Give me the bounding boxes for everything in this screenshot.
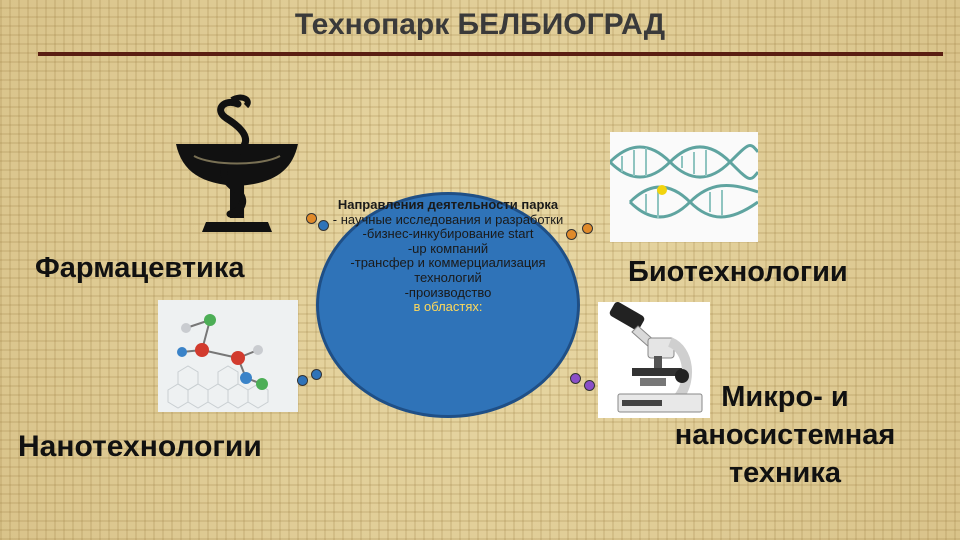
center-item: -up компаний bbox=[407, 240, 489, 256]
center-item: -бизнес-инкубирование start bbox=[362, 226, 534, 242]
connector-dot bbox=[297, 375, 308, 386]
category-bio: Биотехнологии bbox=[628, 256, 848, 288]
connector-dot bbox=[311, 369, 322, 380]
title-divider bbox=[38, 52, 943, 56]
center-accent-text: в областях: bbox=[413, 299, 483, 315]
slide-title: Технопарк БЕЛБИОГРАД bbox=[294, 8, 666, 41]
connector-dot bbox=[570, 373, 581, 384]
category-pharma: Фармацевтика bbox=[35, 252, 245, 284]
center-heading: Направления деятельности парка bbox=[337, 197, 559, 212]
center-text: Направления деятельности парка - научные… bbox=[330, 197, 566, 315]
dna-image bbox=[610, 132, 758, 242]
category-nano: Нанотехнологии bbox=[18, 430, 262, 463]
microscope-image bbox=[598, 302, 710, 418]
center-item: -трансфер и коммерциализация технологий bbox=[350, 255, 546, 285]
center-item: -производство bbox=[404, 284, 492, 300]
center-item: - научные исследования и разработки bbox=[332, 211, 564, 227]
center-list: - научные исследования и разработки -биз… bbox=[330, 211, 566, 301]
connector-dot bbox=[582, 223, 593, 234]
connector-dot bbox=[566, 229, 577, 240]
connector-dot bbox=[584, 380, 595, 391]
connector-dot bbox=[306, 213, 317, 224]
caduceus-icon bbox=[176, 94, 298, 232]
center-circle bbox=[316, 192, 580, 418]
category-micro: Микро- и наносистемная техника bbox=[674, 381, 896, 489]
molecule-image bbox=[158, 300, 298, 412]
connector-dot bbox=[318, 220, 329, 231]
